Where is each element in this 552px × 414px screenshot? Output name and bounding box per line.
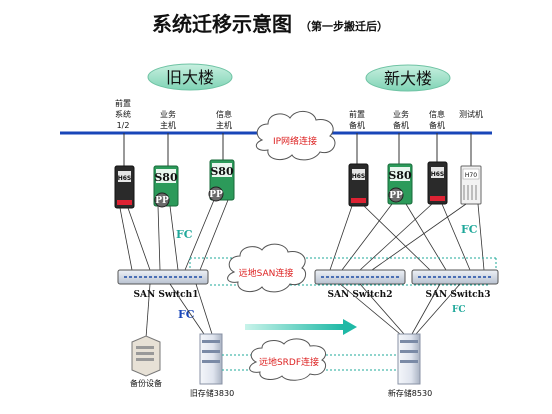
old-host-labels: 前置 系统 1/2 业务 主机 信息 主机: [115, 98, 232, 130]
host-label: 前置: [115, 98, 131, 108]
svg-text:PP: PP: [155, 196, 169, 206]
new-storage-label: 新存储8530: [388, 388, 432, 398]
host-front-backup: H6S: [348, 163, 369, 207]
svg-text:H6S: H6S: [431, 171, 445, 178]
host-label: 主机: [160, 120, 176, 130]
svg-text:H6S: H6S: [118, 175, 132, 182]
host-label: 1/2: [117, 121, 130, 130]
fc-label: FC: [178, 308, 195, 321]
page-title: 系统迁移示意图: [152, 12, 292, 36]
new-building-oval: 新大楼: [365, 64, 451, 92]
san-cloud-label: 远地SAN连接: [239, 267, 294, 279]
srdf-cloud-label: 远地SRDF连接: [259, 356, 319, 368]
switch-label: SAN Switch2: [328, 290, 393, 300]
host-info-backup: H6S: [427, 161, 448, 205]
new-storage: 新存储8530: [388, 333, 432, 398]
host-label: 备机: [349, 120, 365, 130]
svg-text:S80: S80: [388, 169, 412, 182]
fc-label: FC: [176, 228, 193, 241]
storage-links: [145, 283, 461, 339]
host-business-old: S80 PP: [153, 165, 179, 208]
host-front-system: H6S: [114, 165, 135, 209]
svg-text:H70: H70: [465, 172, 477, 179]
host-business-backup: S80 PP: [387, 163, 413, 205]
fc-label: FC: [452, 305, 466, 315]
old-building-label: 旧大楼: [166, 68, 214, 87]
host-label: 备机: [393, 120, 409, 130]
old-building-oval: 旧大楼: [147, 63, 233, 91]
host-label: 备机: [429, 120, 445, 130]
host-label: 系统: [115, 109, 131, 119]
san-switch-1: SAN Switch1: [117, 269, 209, 300]
host-label: 业务: [160, 109, 176, 119]
svg-text:S80: S80: [210, 165, 234, 178]
svg-text:S80: S80: [154, 171, 178, 184]
new-host-labels: 前置 备机 业务 备机 信息 备机 测试机: [349, 109, 483, 130]
switch-label: SAN Switch3: [426, 290, 491, 300]
host-label: 测试机: [459, 109, 483, 119]
svg-text:PP: PP: [209, 190, 223, 200]
srdf-remote-cloud: 远地SRDF连接: [249, 338, 326, 381]
network-drops: [123, 133, 472, 166]
old-storage: 旧存储3830: [190, 333, 234, 398]
switch-label: SAN Switch1: [134, 290, 199, 300]
host-label: 前置: [349, 109, 365, 119]
host-label: 信息: [429, 109, 445, 119]
san-switch-3: SAN Switch3: [411, 269, 499, 300]
host-test: H70: [460, 165, 482, 205]
host-info-old: S80 PP: [208, 159, 235, 202]
san-remote-links: [189, 257, 497, 286]
fc-label: FC: [461, 223, 478, 236]
host-label: 主机: [216, 120, 232, 130]
ip-network-cloud: IP网络连接: [255, 111, 336, 161]
backup-label: 备份设备: [130, 378, 162, 388]
page-subtitle: （第一步搬迁后）: [300, 19, 388, 33]
new-building-label: 新大楼: [384, 69, 432, 88]
old-storage-label: 旧存储3830: [190, 388, 234, 398]
san-remote-cloud: 远地SAN连接: [227, 243, 306, 293]
ip-cloud-label: IP网络连接: [273, 135, 317, 147]
host-label: 信息: [216, 109, 232, 119]
migration-arrow: [245, 319, 357, 335]
backup-device: 备份设备: [130, 335, 162, 388]
svg-text:H6S: H6S: [352, 173, 366, 180]
svg-text:PP: PP: [389, 191, 403, 201]
host-label: 业务: [393, 109, 409, 119]
